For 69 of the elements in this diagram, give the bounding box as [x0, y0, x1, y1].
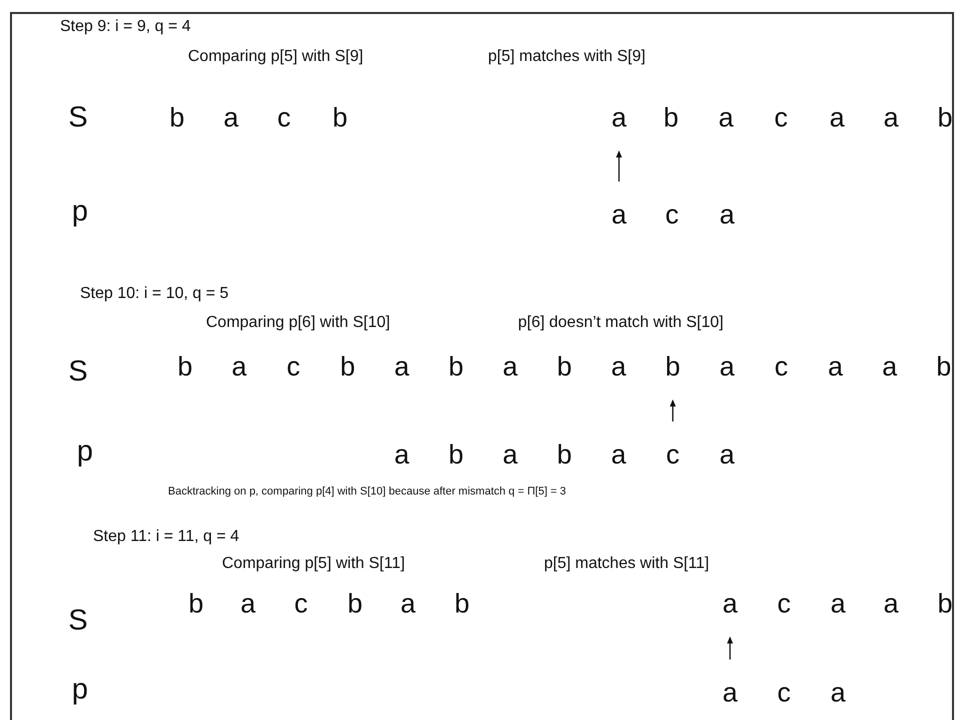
sequence-letter: b	[169, 104, 185, 132]
sequence-letter: a	[830, 680, 846, 706]
sequence-letter: a	[719, 202, 735, 228]
sequence-letter: b	[448, 354, 464, 380]
sequence-letter: a	[882, 354, 898, 380]
sequence-letter: c	[777, 590, 791, 618]
sequence-letter: a	[607, 182, 631, 248]
sequence-letter: p	[72, 676, 88, 704]
arrow	[727, 636, 733, 660]
sequence-letter: b	[347, 590, 363, 618]
sequence-letter: a	[718, 104, 734, 132]
sequence-letter: a	[394, 354, 410, 380]
sequence-letter: a	[502, 354, 518, 380]
sequence-letter: a	[828, 354, 843, 380]
sequence-letter: a	[223, 104, 239, 132]
sequence-letter: b	[332, 104, 348, 132]
sequence-letter: b	[556, 354, 572, 380]
sequence-letter: S	[68, 104, 88, 132]
sequence-letter: c	[662, 422, 684, 488]
step-text: Step 10: i = 10, q = 5	[80, 286, 229, 302]
sequence-letter: S	[68, 606, 88, 636]
sequence-letter: S	[68, 358, 88, 386]
sequence-letter: c	[286, 354, 300, 380]
sequence-letter: a	[883, 590, 899, 618]
step-text: p[6] doesn’t match with S[10]	[518, 315, 724, 331]
sequence-letter: b	[448, 442, 464, 468]
step-text: p[5] matches with S[9]	[488, 49, 646, 65]
arrow	[670, 400, 676, 422]
sequence-letter: b	[177, 354, 193, 380]
sequence-letter: a	[400, 590, 416, 618]
sequence-letter: a	[718, 570, 742, 638]
sequence-letter: a	[719, 442, 735, 468]
sequence-letter: a	[607, 84, 631, 152]
sequence-letter: c	[777, 680, 791, 706]
sequence-letter: a	[718, 660, 742, 720]
sequence-letter: c	[774, 354, 788, 380]
sequence-letter: a	[829, 104, 845, 132]
step-text: p[5] matches with S[11]	[544, 556, 710, 572]
sequence-letter: b	[663, 104, 679, 132]
sequence-letter: a	[232, 354, 247, 380]
sequence-letter: a	[611, 354, 626, 380]
step-text: Comparing p[5] with S[9]	[188, 49, 364, 65]
sequence-letter: a	[883, 104, 899, 132]
sequence-letter: p	[76, 438, 94, 466]
step-text: Comparing p[5] with S[11]	[222, 556, 405, 572]
sequence-letter: a	[502, 442, 518, 468]
sequence-letter: b	[936, 354, 952, 380]
step-text: Step 11: i = 11, q = 4	[93, 529, 240, 545]
sequence-letter: b	[556, 442, 572, 468]
sequence-letter: a	[394, 442, 410, 468]
arrow	[616, 150, 622, 182]
sequence-letter: a	[830, 590, 846, 618]
sequence-letter: b	[937, 104, 953, 132]
sequence-letter: p	[72, 198, 88, 226]
note-text: Backtracking on p, comparing p[4] with S[10] because after mismatch q = Π[5] = 3	[168, 486, 566, 498]
sequence-letter: c	[665, 202, 679, 228]
sequence-letter: c	[294, 590, 308, 618]
sequence-letter: c	[277, 104, 291, 132]
sequence-letter: b	[340, 354, 356, 380]
sequence-letter: c	[774, 104, 788, 132]
sequence-letter: a	[240, 590, 256, 618]
sequence-letter: b	[454, 590, 470, 618]
step-text: Step 9: i = 9, q = 4	[60, 19, 191, 35]
sequence-letter: b	[937, 590, 953, 618]
sequence-letter: b	[661, 334, 684, 400]
sequence-letter: b	[188, 590, 204, 618]
sequence-letter: a	[611, 442, 626, 468]
sequence-letter: a	[719, 354, 735, 380]
step-text: Comparing p[6] with S[10]	[206, 315, 390, 331]
